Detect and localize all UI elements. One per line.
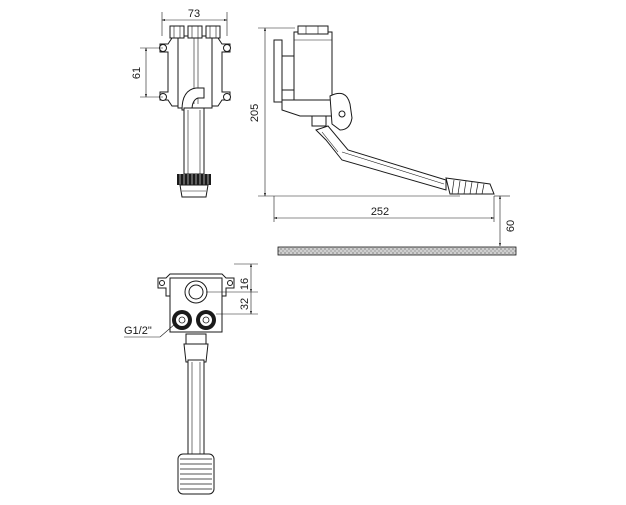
side-lower-housing: [281, 99, 337, 117]
outlet-bend: [181, 87, 205, 111]
thread-callout: G1/2": [124, 323, 176, 338]
inlet-connector-right: [205, 25, 221, 39]
inlet-connector-left: [169, 25, 185, 39]
bottom-lever-head: [183, 343, 209, 363]
dim-side-length: 252: [273, 196, 495, 222]
side-outlet-nut: [311, 115, 327, 127]
dim-label-side-height: 205: [249, 104, 261, 122]
outlet-pipe: [183, 107, 205, 175]
mount-hole-tr: [223, 44, 231, 52]
dim-side-height: 205: [249, 27, 460, 197]
bottom-view: G1/2" 16 32: [124, 263, 258, 495]
inlet-connector-mid: [187, 25, 203, 39]
bottom-outlet-nut: [185, 333, 207, 345]
foot-lever-arm: [315, 125, 447, 191]
dim-bottom-offsets: 16 32: [206, 263, 258, 315]
dim-label-top-width: 73: [188, 8, 200, 20]
pivot-pin: [338, 110, 346, 118]
dim-label-offset-a: 16: [239, 278, 251, 290]
bottom-top-cap-inner: [188, 284, 204, 300]
dim-top-width: 73: [161, 8, 228, 36]
dim-label-floor-clearance: 60: [505, 220, 517, 232]
dim-label-offset-b: 32: [239, 298, 251, 310]
inlet-left: [172, 310, 192, 330]
front-view: 73 61: [131, 8, 231, 198]
mount-hole-br: [223, 93, 231, 101]
bottom-ear-left: [159, 280, 165, 286]
side-view: 205 252: [249, 25, 517, 256]
knurled-ring: [177, 174, 211, 185]
bottom-lever-arm: [187, 359, 205, 455]
side-valve-body: [293, 31, 333, 109]
thread-label: G1/2": [124, 325, 152, 337]
side-plate: [273, 39, 283, 103]
floor-hatch: [277, 246, 517, 256]
dim-label-side-length: 252: [371, 206, 389, 218]
foot-pedal: [445, 177, 495, 195]
side-top-cap: [297, 25, 329, 35]
dim-label-top-height: 61: [131, 67, 143, 79]
dim-top-height: 61: [131, 47, 163, 98]
dim-floor-clearance: 60: [494, 195, 517, 247]
bottom-ear-right: [227, 280, 233, 286]
inlet-right: [196, 310, 216, 330]
